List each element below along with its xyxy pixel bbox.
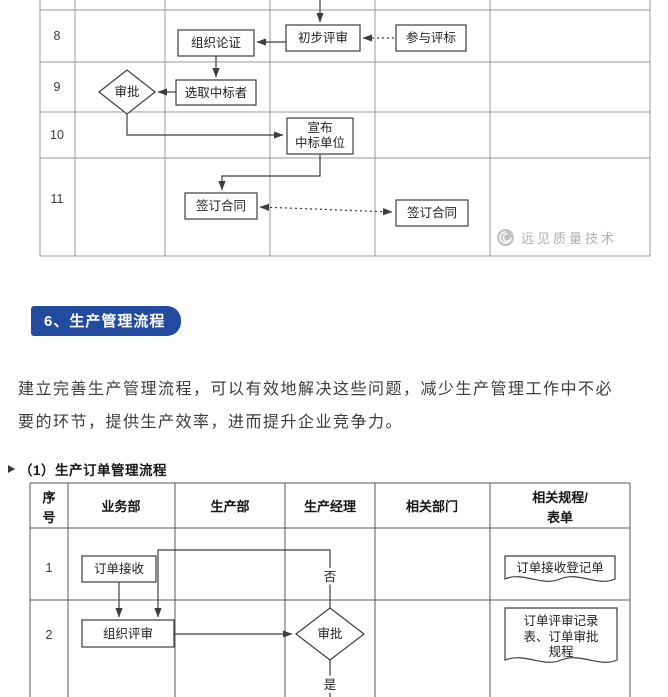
decision-diamond — [98, 69, 156, 115]
row-number: 1 — [46, 561, 53, 575]
node-label: 宣布 — [307, 120, 332, 135]
branch-label-yes: 是 — [324, 678, 337, 692]
top-table-grid — [39, 0, 651, 257]
branch-label-no: 否 — [324, 570, 337, 584]
bullet-arrow-icon — [8, 465, 15, 473]
node-label: 订单评审记录 — [523, 613, 598, 628]
node-approval-diamond: 审批 — [98, 69, 156, 115]
node-label: 订单接收登记单 — [516, 560, 604, 575]
paragraph-line: 要的环节，提供生产效率，进而提升企业竞争力。 — [18, 414, 404, 431]
process-box — [175, 79, 257, 106]
node-sign-contract-right: 签订合同 — [395, 199, 469, 227]
node-doc-order-registration: 订单接收登记单 — [504, 555, 616, 582]
flow-arrow — [218, 154, 321, 191]
row-number: 10 — [50, 128, 64, 142]
node-order-receive: 订单接收 — [81, 555, 157, 583]
process-box — [285, 24, 361, 52]
node-announce-winner: 宣布 中标单位 — [286, 117, 354, 155]
node-organize-demo: 组织论证 — [177, 29, 255, 57]
column-header: 号 — [42, 510, 55, 525]
bottom-row-numbers: 1 2 — [46, 561, 53, 642]
node-label: 中标单位 — [295, 135, 345, 150]
node-label: 组织评审 — [103, 626, 153, 641]
process-box — [286, 117, 354, 155]
node-label: 表、订单审批 — [523, 629, 598, 644]
process-box — [395, 24, 467, 52]
decision-diamond — [295, 607, 365, 661]
paragraph-line: 建立完善生产管理流程，可以有效地解决这些问题，减少生产管理工作中不必 — [18, 381, 614, 398]
node-label: 初步评审 — [298, 30, 348, 45]
column-header: 业务部 — [101, 499, 140, 514]
bottom-table-headers: 序 号 业务部 生产部 生产经理 相关部门 相关规程/ 表单 — [42, 490, 588, 525]
process-box — [81, 555, 157, 583]
node-approval-diamond: 审批 — [295, 607, 365, 661]
column-header: 生产经理 — [304, 499, 356, 514]
node-sign-contract-left: 签订合同 — [184, 192, 258, 220]
subsection-label: （1）生产订单管理流程 — [8, 459, 167, 479]
process-box — [177, 29, 255, 57]
node-label: 签订合同 — [196, 198, 246, 213]
document-shape — [504, 555, 616, 582]
column-header: 相关部门 — [406, 499, 458, 514]
node-participate-bid: 参与评标 — [395, 24, 467, 52]
node-label: 审批 — [114, 84, 139, 99]
watermark-text: 远见质量技术 — [521, 231, 617, 246]
watermark: 远见质量技术 — [497, 229, 617, 246]
column-header: 表单 — [546, 510, 573, 525]
top-row-numbers: 8 9 10 11 — [50, 29, 64, 206]
row-number: 9 — [54, 80, 61, 94]
document-shape — [504, 607, 618, 663]
node-label: 规程 — [548, 644, 574, 659]
body-paragraph: 建立完善生产管理流程，可以有效地解决这些问题，减少生产管理工作中不必 要的环节，… — [18, 373, 658, 439]
process-box — [395, 199, 469, 227]
section-badge: 6、生产管理流程 — [31, 306, 182, 336]
node-label: 选取中标者 — [185, 85, 248, 100]
flow-arrow-dotted-double — [259, 203, 393, 216]
column-header: 生产部 — [210, 499, 249, 514]
process-box — [184, 192, 258, 220]
bottom-flow-connectors: 否 是 — [115, 549, 340, 697]
bottom-flowchart: 序 号 业务部 生产部 生产经理 相关部门 相关规程/ 表单 1 2 订单接收 … — [29, 482, 631, 697]
flow-arrow-no-loop — [154, 549, 331, 618]
node-preliminary-review: 初步评审 — [285, 24, 361, 52]
top-flow-connectors — [126, 0, 394, 216]
node-label: 审批 — [317, 626, 342, 641]
node-label: 签订合同 — [407, 205, 457, 220]
row-number: 11 — [51, 192, 64, 206]
process-box — [81, 619, 175, 648]
node-select-winner: 选取中标者 — [175, 79, 257, 106]
subsection-label-text: （1）生产订单管理流程 — [19, 463, 168, 478]
row-number: 2 — [46, 628, 53, 642]
node-doc-review-records: 订单评审记录 表、订单审批 规程 — [504, 607, 618, 663]
node-label: 订单接收 — [94, 561, 145, 576]
column-header: 相关规程/ — [532, 490, 588, 505]
top-flowchart: 8 9 10 11 组织论证 初步评审 参与评标 审批 选取中标者 宣布 — [39, 0, 651, 257]
flow-arrow — [126, 114, 284, 139]
node-organize-review: 组织评审 — [81, 619, 175, 648]
row-number: 8 — [54, 29, 61, 43]
watermark-logo-icon — [497, 229, 514, 246]
column-header: 序 — [42, 490, 55, 505]
node-label: 参与评标 — [406, 30, 456, 45]
node-label: 组织论证 — [191, 36, 242, 50]
